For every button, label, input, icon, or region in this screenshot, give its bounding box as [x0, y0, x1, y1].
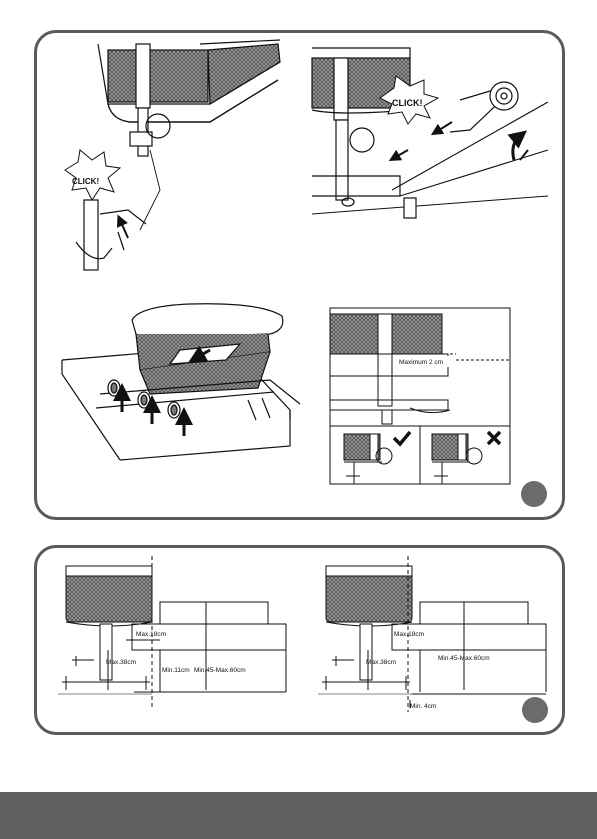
right-bed-height-label: Min.45-Max.60cm [438, 655, 490, 662]
step3-illustration [62, 304, 300, 460]
step1-click-burst: CLICK! [65, 150, 120, 200]
left-min11-label: Min.11cm [162, 667, 190, 674]
step4-gap-label-box: Maximum 2 cm [398, 356, 456, 367]
left-max18-label: Max.18cm [136, 631, 166, 638]
step2-click-label: CLICK! [392, 98, 423, 108]
step1-click-label: CLICK! [72, 177, 99, 186]
step2-illustration [312, 48, 548, 218]
left-bed-height-label: Min.45-Max.60cm [194, 667, 246, 674]
height-diagram-left [58, 556, 286, 708]
right-max38-label: Max.38cm [366, 659, 396, 666]
height-diagram-right [318, 556, 546, 712]
right-max18-label: Max.18cm [394, 631, 424, 638]
step4-illustration [330, 308, 510, 484]
left-max38-label: Max.38cm [106, 659, 136, 666]
right-min4-label: Min. 4cm [410, 703, 436, 710]
step1-illustration [76, 40, 280, 270]
step4-gap-label: Maximum 2 cm [399, 359, 443, 366]
